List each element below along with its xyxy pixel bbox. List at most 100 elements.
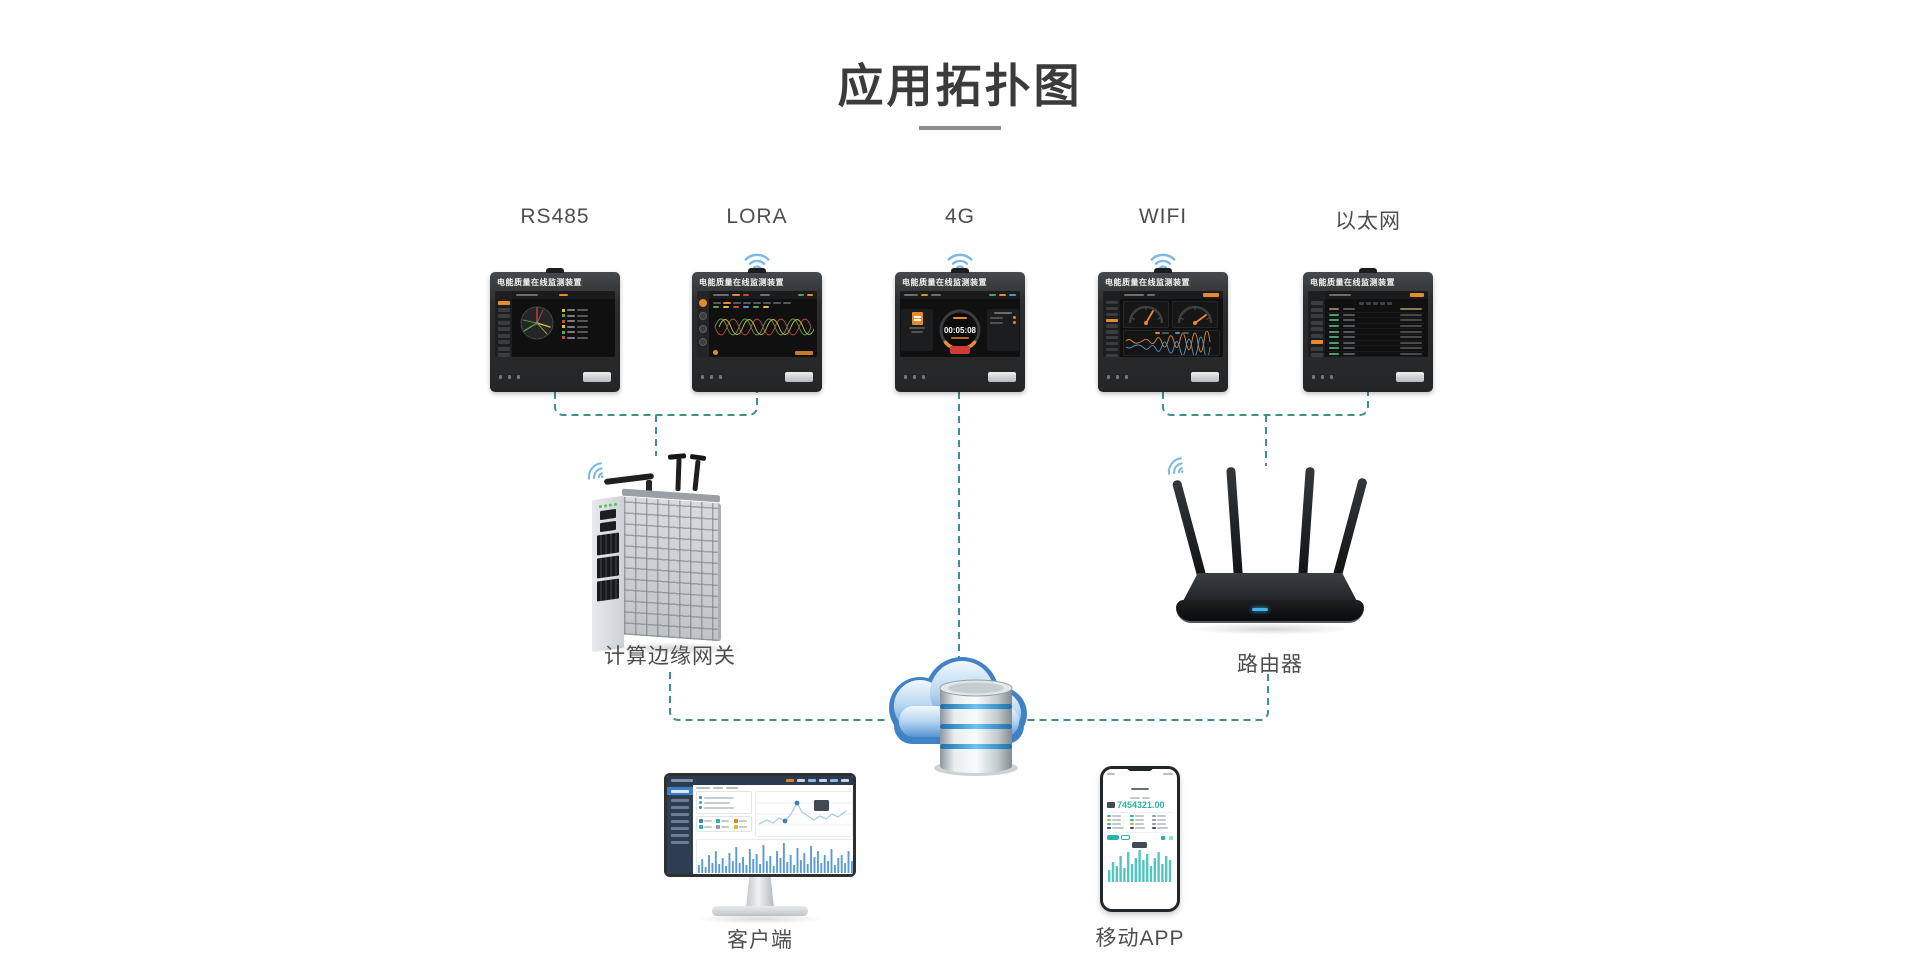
wifi-signal-icon	[1167, 457, 1184, 475]
uplink-group-rs485: RS485 电能质量在线监测装置	[490, 205, 620, 392]
brand-plate	[1396, 372, 1424, 382]
device-power-notch	[748, 268, 766, 273]
dashboard-main	[693, 785, 853, 874]
trend-chart	[1123, 330, 1220, 356]
dashboard-sidebar	[667, 785, 693, 874]
status-indicator-icons	[1312, 375, 1333, 379]
uplink-label-ethernet: 以太网	[1335, 210, 1401, 233]
brand-plate	[785, 372, 813, 382]
brand-plate	[988, 372, 1016, 382]
status-indicator-icons	[701, 375, 722, 379]
device-sidebar	[1308, 291, 1325, 357]
phasor-legend	[562, 308, 588, 340]
speedometer-gauge-right	[1172, 301, 1218, 328]
device-screen-title: 电能质量在线监测装置	[1105, 278, 1190, 287]
uplink-label-lora: LORA	[726, 205, 788, 228]
device-power-notch	[1154, 268, 1172, 273]
app-bar-chart	[1108, 842, 1172, 882]
database-icon	[934, 679, 1018, 776]
event-card	[987, 309, 1019, 351]
monitor-screen	[667, 776, 853, 874]
uplink-label-4g: 4G	[944, 205, 975, 228]
document-icon	[911, 312, 923, 325]
shadow	[598, 642, 744, 655]
page-title: 应用拓扑图	[837, 60, 1083, 112]
client-label: 客户端	[727, 929, 793, 952]
cloud-database-icon	[889, 657, 1027, 776]
phasor-dial-icon	[520, 306, 554, 340]
router-label: 路由器	[1237, 653, 1303, 676]
uplink-group-lora: LORA 电能质量在线监测装置	[692, 205, 822, 392]
metric-tag	[1107, 802, 1115, 808]
status-indicator-icons	[499, 375, 520, 379]
status-indicator-icons	[904, 375, 925, 379]
antenna	[1332, 477, 1368, 581]
connector-rs485-lora-bracket	[554, 392, 758, 416]
device-power-notch	[1359, 268, 1377, 273]
timer-value: 00:05:08	[943, 326, 977, 335]
uplink-label-rs485: RS485	[520, 205, 590, 228]
line-chart	[755, 791, 853, 837]
monitor-bezel	[664, 773, 856, 877]
device-screen-title: 电能质量在线监测装置	[902, 278, 987, 287]
device-power-notch	[546, 268, 564, 273]
terminal-block	[597, 578, 619, 602]
dashboard-topbar	[667, 776, 853, 785]
device-screen-title: 电能质量在线监测装置	[699, 278, 784, 287]
uplink-group-4g: 4G 电能质量在线监测装置	[895, 205, 1025, 392]
chart-toggle-chips	[1107, 832, 1173, 840]
wifi-signal-icon	[587, 462, 604, 480]
phone-frame: 7454321.00	[1100, 766, 1180, 912]
report-card	[901, 309, 933, 351]
monitor-device-rs485: 电能质量在线监测装置	[490, 268, 620, 392]
device-sidebar	[495, 291, 512, 357]
client-node: 客户端	[660, 770, 860, 960]
phone-screen: 7454321.00	[1103, 769, 1177, 909]
shadow	[696, 914, 824, 924]
brand-plate	[1191, 372, 1219, 382]
uplink-group-wifi: WIFI 电能质量在线监测装置	[1098, 205, 1228, 392]
uplink-group-ethernet: 以太网 电能质量在线监测装置	[1303, 205, 1433, 392]
device-screen-timer: 00:05:08	[900, 291, 1020, 357]
device-screen-phasor	[495, 291, 615, 357]
wifi-slot	[1303, 236, 1433, 272]
gauge-sub-chip	[951, 337, 969, 339]
mobile-app-node: 7454321.00	[1088, 766, 1192, 956]
device-bottom-bezel	[692, 362, 822, 392]
energy-metric: 7454321.00	[1107, 800, 1173, 810]
device-screen-table	[1308, 291, 1428, 357]
device-screen-title: 电能质量在线监测装置	[1310, 278, 1395, 287]
table-view	[1325, 291, 1428, 357]
phasor-view	[512, 291, 615, 357]
device-power-notch	[951, 268, 969, 273]
filter-card	[696, 791, 752, 814]
device-screen-title: 电能质量在线监测装置	[497, 278, 582, 287]
cloud-storage-node	[870, 648, 1045, 778]
edge-gateway-node: 计算边缘网关	[580, 440, 760, 690]
device-screen-waveform	[697, 291, 817, 357]
speedometer-gauge-left	[1123, 301, 1169, 328]
gateway-label: 计算边缘网关	[604, 645, 736, 668]
shadow	[1188, 623, 1352, 635]
monitor-base	[712, 906, 808, 916]
router-top-face	[1182, 573, 1358, 603]
brand-plate	[583, 372, 611, 382]
device-sidebar	[1103, 291, 1120, 357]
ethernet-port	[600, 520, 616, 533]
antenna	[1298, 466, 1315, 580]
router-front-face	[1176, 600, 1364, 623]
router-node: 路由器	[1160, 455, 1380, 695]
device-bottom-bezel	[490, 362, 620, 392]
gateway-led-indicators	[599, 502, 617, 509]
gateway-front-panel	[592, 495, 624, 653]
meters-view	[1120, 291, 1223, 357]
terminal-block	[597, 532, 619, 556]
title-underline	[919, 126, 1001, 130]
status-indicator-icons	[1107, 375, 1128, 379]
metric-grid	[1107, 812, 1173, 829]
antenna	[675, 457, 682, 492]
bar-chart	[696, 839, 853, 874]
uplink-label-wifi: WIFI	[1138, 205, 1188, 228]
monitor-stand	[746, 877, 774, 908]
